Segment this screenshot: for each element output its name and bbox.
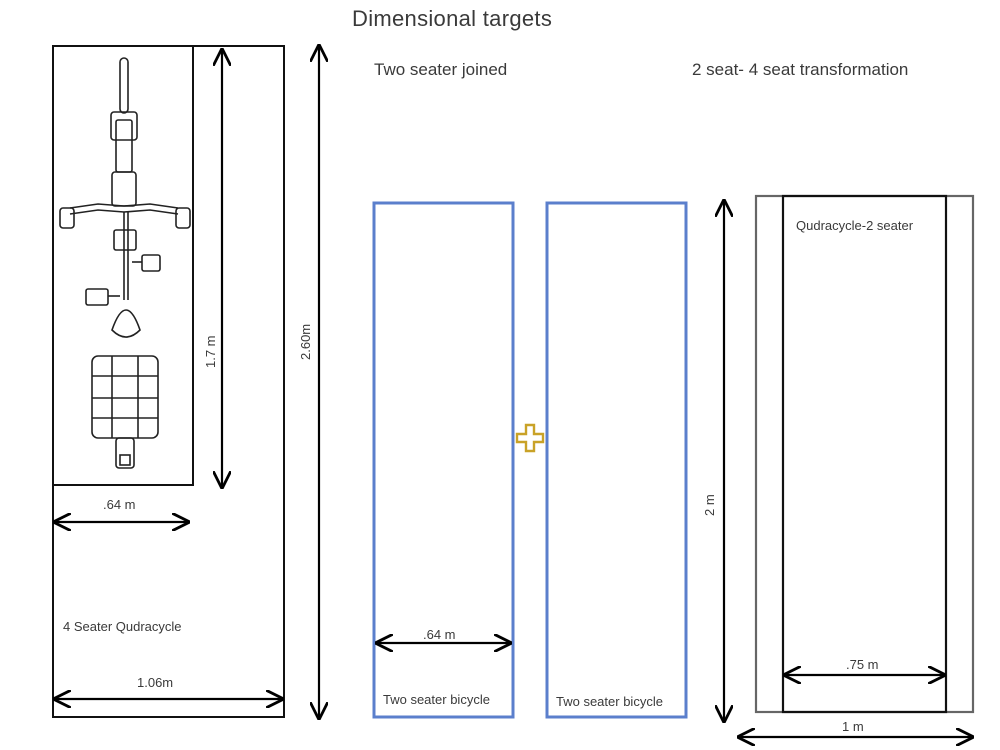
bicycle-topview-drawing [59,57,191,469]
page-title: Dimensional targets [352,6,553,31]
quadracycle-4-label: 4 Seater Qudracycle [63,619,182,634]
section-title-joined: Two seater joined [374,60,508,79]
two-seater-left-rect [372,201,515,719]
dim-label-1-7m: 1.7 m [203,335,218,368]
plus-icon [515,423,545,453]
quadracycle-2-inner-frame [781,194,948,714]
dim-label-2m: 2 m [702,494,717,516]
dim-label-1-06m: 1.06m [137,675,174,690]
bicycle-inner-frame [52,45,194,486]
quadracycle-4-outer-frame [52,45,285,718]
section-title-transformation: 2 seat- 4 seat transformation [692,60,909,79]
dim-label-1m: 1 m [842,719,864,734]
dim-label-064m-bicycle: .64 m [103,497,136,512]
quadracycle-2-label: Qudracycle-2 seater [796,218,914,233]
dim-label-2-60m: 2.60m [298,323,313,360]
dim-label-075m: .75 m [846,657,879,672]
two-seater-left-label: Two seater bicycle [383,692,490,707]
two-seater-right-label: Two seater bicycle [556,694,663,709]
dim-label-064m-two-seater: .64 m [423,627,456,642]
quadracycle-2-outer-frame [754,194,975,714]
two-seater-right-rect [545,201,688,719]
